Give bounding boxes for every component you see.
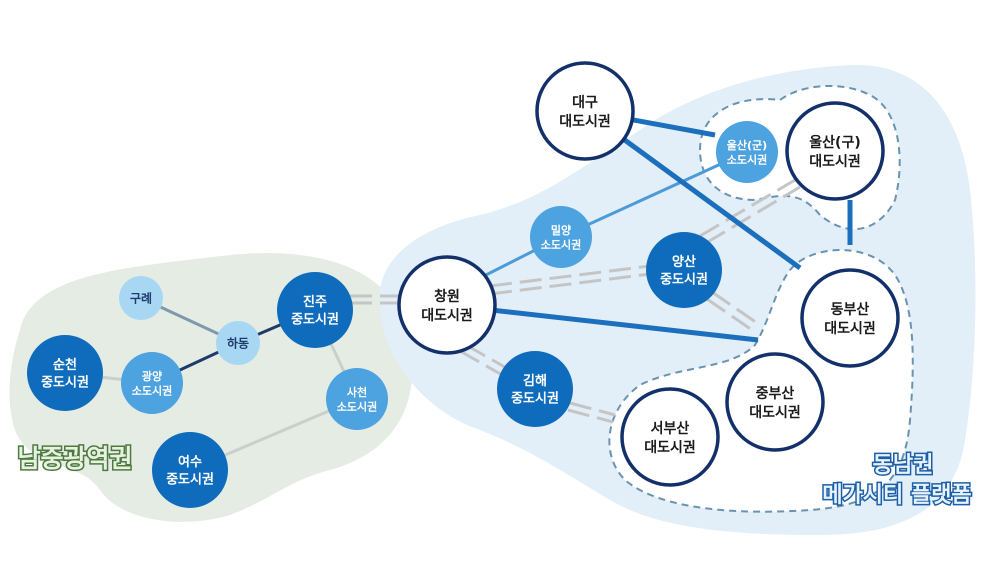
node-ulsan-gu: 울산(구) 대도시권 [785,101,885,201]
link-changwon-dongbusan [446,302,759,343]
node-label: 밀양 [551,223,571,237]
node-label: 광양 [142,369,162,383]
link-changwon-yangsan-b [489,272,651,296]
node-label: 대도시권 [644,440,696,456]
node-circle [646,232,722,308]
node-label: 대도시권 [749,405,801,421]
node-label: 울산(군) [727,138,767,152]
node-label: 동부산 [831,301,870,318]
node-label: 소도시권 [727,154,767,167]
node-circle [277,272,353,348]
node-circle [530,206,592,268]
node-label: 소도시권 [541,239,581,252]
link-gimhae-seobusan-a [569,401,616,417]
node-circle [620,387,720,487]
node-circle [716,121,778,183]
node-label: 여수 [178,454,202,470]
node-label: 대구 [572,95,598,111]
node-gurye: 구례 [119,276,163,320]
link-yangsan-ulsan-b [705,185,801,245]
node-label: 창원 [434,288,460,305]
dongnam-region-label-1: 동남권 [873,453,934,478]
node-circle [535,61,635,161]
node-circle [725,352,825,452]
node-circle [121,352,183,414]
link-yangsan-dongbusan-b [706,297,756,334]
node-label: 울산(구) [809,134,860,151]
node-label: 김해 [523,373,547,389]
node-circle [119,276,163,320]
node-label: 소도시권 [132,385,172,398]
node-label: 사천 [347,385,367,399]
node-label: 대도시권 [824,321,876,337]
node-circle [397,255,497,355]
node-label: 대도시권 [559,114,611,130]
node-label: 소도시권 [337,401,377,414]
node-label: 중도시권 [511,392,559,407]
node-label: 대도시권 [809,154,861,170]
node-circle [497,351,573,427]
node-label: 중도시권 [660,273,708,288]
link-changwon-yangsan-a [489,264,651,288]
node-ulsan-gun: 울산(군) 소도시권 [716,121,778,183]
link-changwon-gimhae-a [465,343,511,372]
node-label: 순천 [53,358,77,373]
dongnam-region-label-2: 메가시티 플랫폼 [822,483,971,508]
link-miryang-ulsangun [560,150,748,239]
node-label: 하동 [227,336,249,351]
node-label: 대도시권 [421,308,473,324]
node-circle [216,321,260,365]
node-label: 중도시권 [291,313,339,328]
node-circle [326,368,388,430]
namjung-region-label: 남중광역권 [17,444,132,473]
node-circle [785,101,885,201]
link-changwon-gimhae-b [459,349,505,378]
link-yangsan-ulsan-a [699,178,796,238]
node-circle [800,268,900,368]
link-gimhae-seobusan-b [567,408,614,424]
node-circle [152,432,228,508]
node-label: 중도시권 [166,473,214,488]
link-yangsan-dongbusan-a [711,290,761,327]
node-circle [27,335,103,411]
node-label: 서부산 [651,420,690,437]
node-label: 중도시권 [41,376,89,391]
node-hadong: 하동 [216,321,260,365]
node-label: 구례 [130,291,152,306]
node-label: 진주 [303,294,327,310]
node-label: 중부산 [756,385,795,402]
node-label: 양산 [672,254,696,270]
